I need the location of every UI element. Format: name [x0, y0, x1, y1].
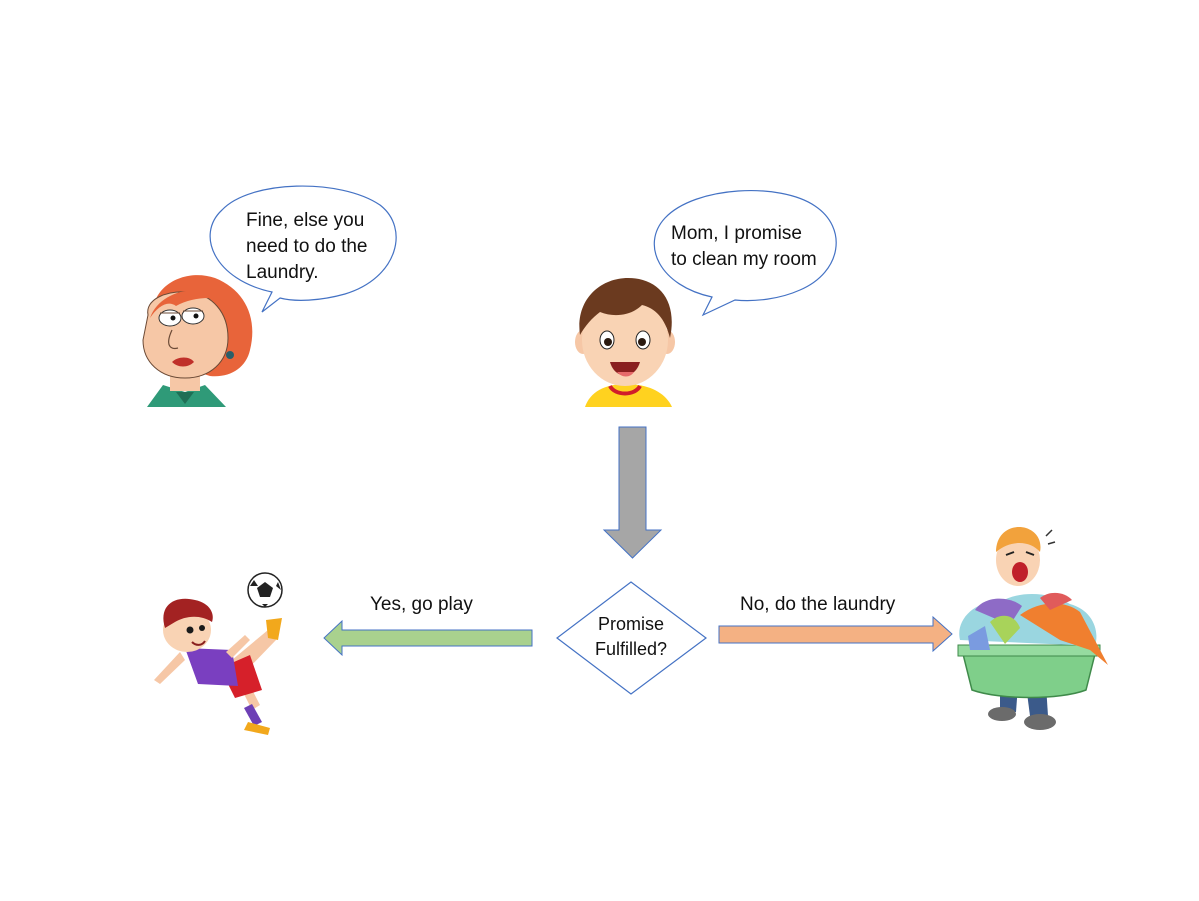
mom-bubble-line-2: need to do the: [246, 236, 368, 257]
decision-line-1: Promise: [597, 614, 664, 634]
mom-speech-bubble: [209, 185, 397, 313]
kid-bubble-line-1: Mom, I promise: [671, 223, 802, 244]
boy-character-icon: [575, 278, 675, 407]
down-arrow-icon: [602, 426, 663, 559]
decision-line-2: Fulfilled?: [594, 639, 668, 659]
no-branch-label: No, do the laundry: [740, 594, 896, 615]
yes-branch-label: Yes, go play: [370, 594, 473, 615]
decision-diamond: [556, 581, 708, 695]
laundry-basket-boy-icon: [957, 527, 1108, 730]
kid-speech-bubble: [653, 189, 837, 317]
mom-bubble-line-1: Fine, else you: [246, 210, 365, 231]
yes-arrow-icon: [323, 619, 533, 657]
no-arrow-icon: [718, 615, 953, 653]
kid-bubble-text: Mom, I promise to clean my room: [671, 221, 841, 273]
soccer-ball-icon: [247, 572, 283, 608]
mom-character-icon: [142, 275, 253, 407]
mom-bubble-line-3: Laundry.: [246, 262, 319, 283]
decision-text: Promise Fulfilled?: [566, 612, 696, 662]
soccer-player-icon: [154, 598, 282, 735]
mom-bubble-text: Fine, else you need to do the Laundry.: [246, 208, 396, 286]
kid-bubble-line-2: to clean my room: [671, 249, 817, 270]
